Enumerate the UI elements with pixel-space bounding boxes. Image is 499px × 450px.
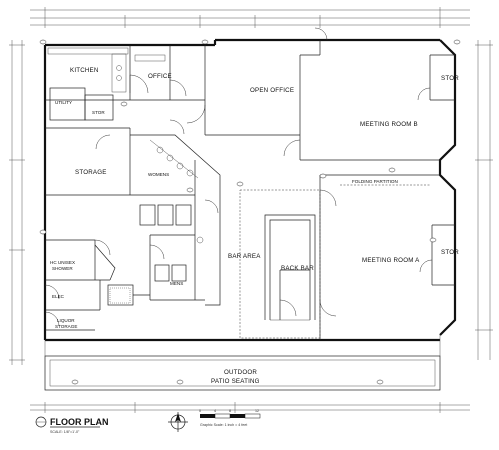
detail-tags — [39, 39, 461, 385]
note-folding-partition: FOLDING PARTITION — [352, 179, 398, 184]
room-label-utility: UTILITY — [55, 100, 72, 105]
graphic-scale-label: Graphic Scale: 1 inch = 4 feet — [200, 423, 247, 427]
scale-tick-0: 0 — [199, 409, 201, 413]
room-label-outdoor-line2: PATIO SEATING — [211, 378, 260, 385]
room-label-stor-top: STOR — [441, 75, 459, 82]
patio — [44, 335, 441, 391]
room-label-hc-shower-line1: HC UNISEX — [50, 260, 75, 265]
room-label-outdoor-line1: OUTDOOR — [224, 369, 257, 376]
room-label-kitchen: KITCHEN — [70, 67, 99, 74]
room-label-office: OFFICE — [148, 73, 172, 80]
scale-tick-12: 12 — [255, 409, 259, 413]
title-block: FLOOR PLAN SCALE: 1/8"=1'-0" 0 4 8 12 Gr… — [35, 409, 261, 434]
north-arrow-icon — [168, 412, 188, 432]
fixtures — [47, 47, 204, 304]
room-label-bar-area: BAR AREA — [228, 253, 261, 260]
room-label-back-bar: BACK BAR — [281, 265, 314, 272]
room-label-meeting-room-a: MEETING ROOM A — [362, 257, 420, 264]
room-label-womens: WOMENS — [148, 172, 169, 177]
room-label-hc-shower-line2: SHOWER — [52, 266, 73, 271]
room-label-open-office: OPEN OFFICE — [250, 87, 294, 94]
room-labels: KITCHEN OFFICE OPEN OFFICE MEETING ROOM … — [50, 67, 459, 385]
interior-walls — [45, 40, 455, 340]
scale-tick-8: 8 — [229, 409, 231, 413]
dimension-lines — [9, 7, 493, 413]
room-label-mens: MENS — [170, 281, 183, 286]
room-label-meeting-room-b: MEETING ROOM B — [360, 121, 418, 128]
room-label-elec: ELEC — [52, 294, 65, 299]
room-label-stor-right: STOR — [441, 249, 459, 256]
graphic-scale-bar: 0 4 8 12 Graphic Scale: 1 inch = 4 feet — [199, 409, 261, 427]
drawing-title: FLOOR PLAN — [50, 417, 109, 427]
doors — [44, 27, 433, 327]
exterior-walls — [43, 38, 457, 342]
room-label-liquor-line2: STORAGE — [55, 324, 77, 329]
scale-tick-4: 4 — [214, 409, 216, 413]
room-label-liquor-line1: LIQUOR — [57, 318, 75, 323]
scale-note: SCALE: 1/8"=1'-0" — [50, 430, 80, 434]
room-label-stor-left: STOR — [92, 110, 105, 115]
room-label-storage: STORAGE — [75, 169, 107, 176]
